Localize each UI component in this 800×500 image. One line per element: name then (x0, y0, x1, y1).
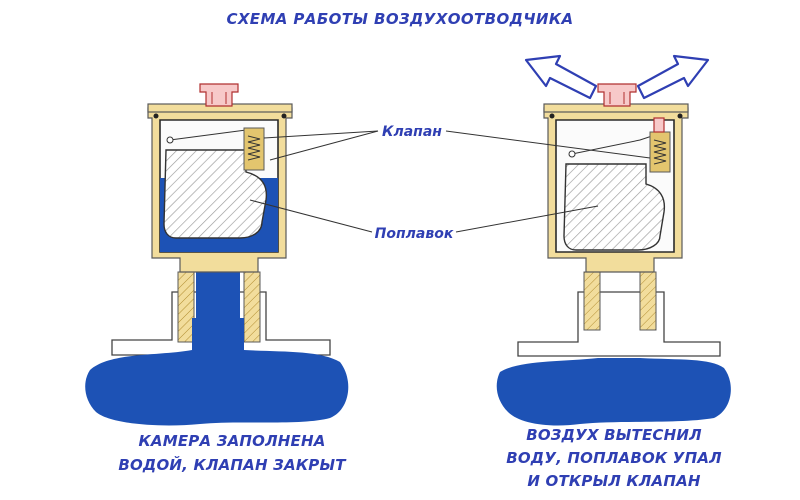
right-pipe (517, 291, 721, 357)
left-air-vent (85, 83, 349, 426)
air-out-arrow-right (636, 54, 710, 100)
right-valve-housing (649, 131, 671, 173)
left-valve-spring (247, 135, 261, 161)
left-outlet-cap (199, 83, 239, 107)
leader-lines (249, 130, 651, 233)
right-valve-stem (653, 117, 665, 133)
diagram-title: СХЕМА РАБОТЫ ВОЗДУХООТВОДЧИКА (226, 10, 573, 28)
right-caption-line-2: ВОДУ, ПОПЛАВОК УПАЛ (506, 449, 722, 467)
right-caption-line-1: ВОЗДУХ ВЫТЕСНИЛ (526, 426, 702, 444)
right-caption-line-3: И ОТКРЫЛ КЛАПАН (527, 472, 701, 490)
air-out-arrow-left (524, 54, 598, 100)
left-float (163, 149, 268, 239)
left-pipe-water (85, 318, 349, 426)
right-nipple-left (583, 271, 601, 331)
left-caption-line-2: ВОДОЙ, КЛАПАН ЗАКРЫТ (118, 455, 347, 474)
left-nipple-right (243, 271, 261, 343)
right-pipe-water (496, 358, 731, 426)
right-valve-spring (653, 139, 667, 165)
right-air-vent (496, 54, 731, 426)
right-float (563, 163, 666, 251)
left-caption-line-1: КАМЕРА ЗАПОЛНЕНА (138, 432, 325, 450)
left-nipple-left (177, 271, 195, 343)
right-outlet-cap (597, 83, 637, 107)
float-label: Поплавок (375, 226, 454, 242)
right-nipple-right (639, 271, 657, 331)
valve-label: Клапан (382, 124, 442, 140)
